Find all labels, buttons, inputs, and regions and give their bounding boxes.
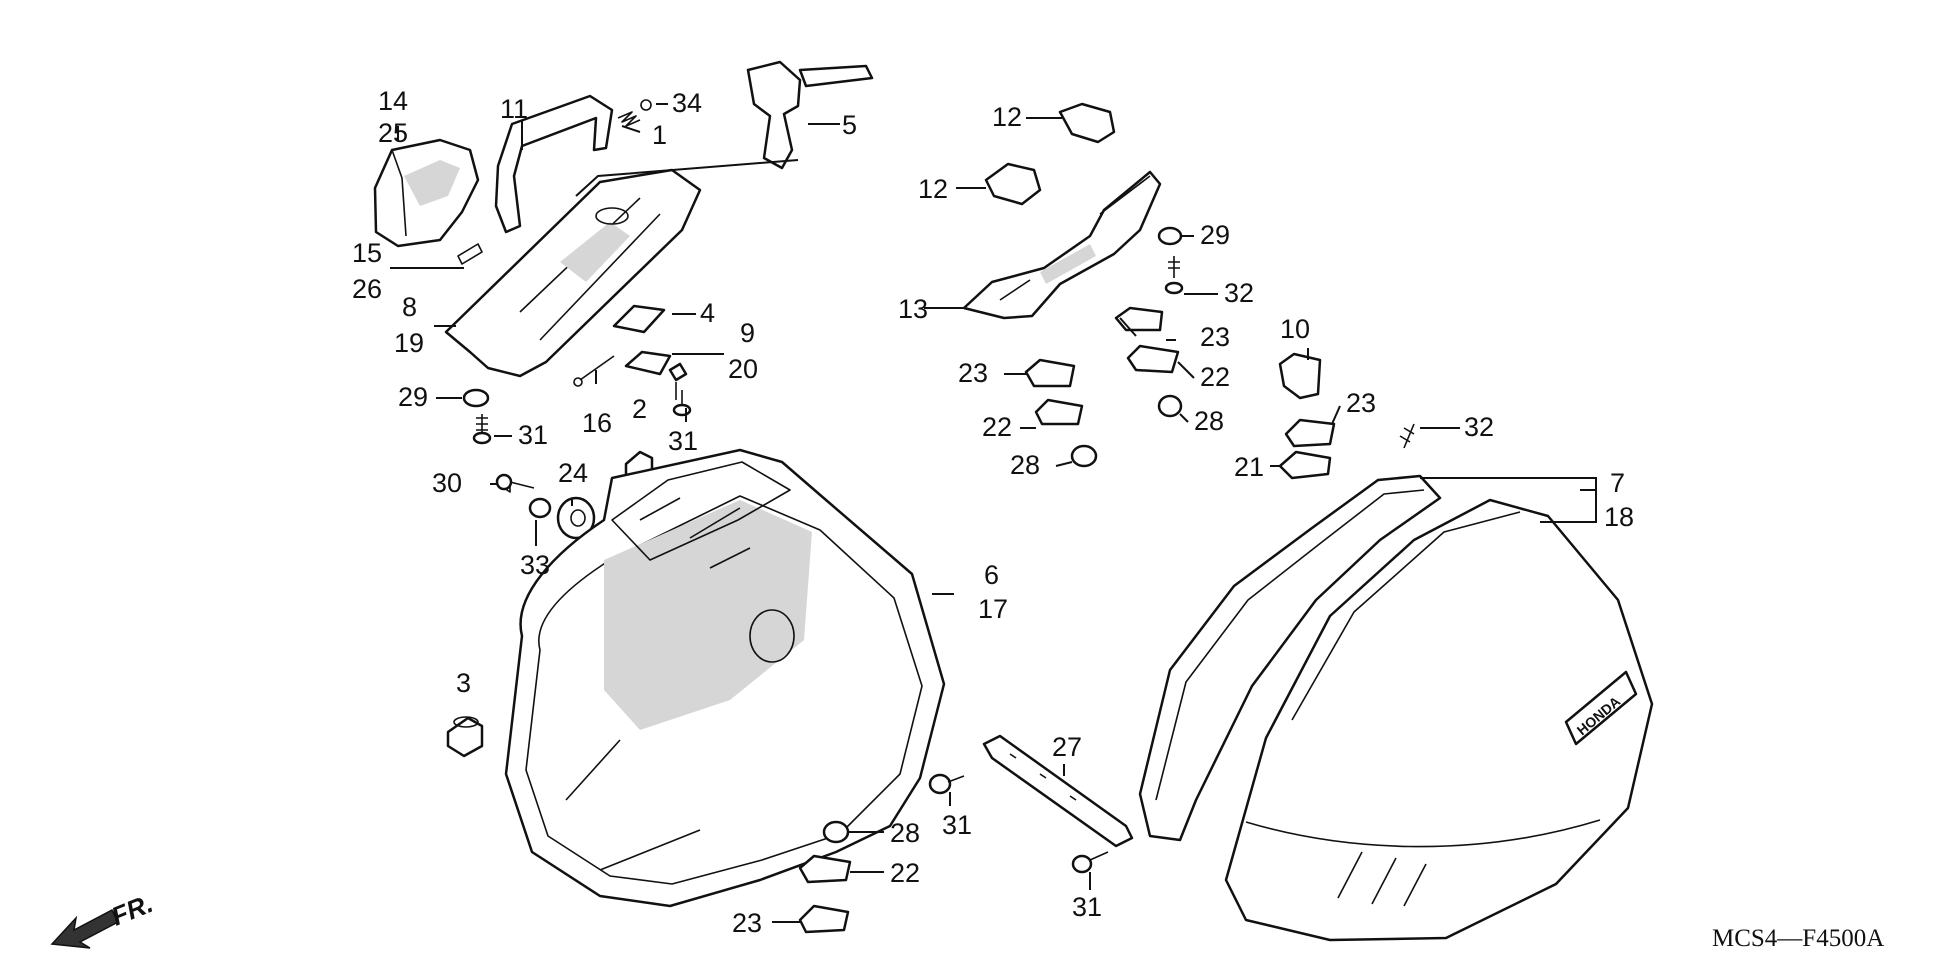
callout-22-upper: 22 xyxy=(1200,362,1230,392)
front-direction-arrow: FR. xyxy=(50,888,157,949)
callout-29-left: 29 xyxy=(398,382,428,412)
carry-handle-part xyxy=(494,94,614,234)
callout-31-mid: 31 xyxy=(668,426,698,456)
front-direction-label: FR. xyxy=(107,888,157,932)
small-screw-part xyxy=(668,362,688,400)
plate-23-left xyxy=(1024,358,1076,388)
callout-12-upper: 12 xyxy=(992,102,1022,132)
lock-cylinder-part xyxy=(746,60,874,170)
callout-21: 21 xyxy=(1234,452,1264,482)
callout-31-left: 31 xyxy=(518,420,548,450)
case-body-part xyxy=(504,448,946,908)
clip-part xyxy=(457,243,483,265)
lid-shell-part: HONDA xyxy=(1224,498,1654,942)
diagram-reference-code: MCS4—F4500A xyxy=(1712,925,1884,952)
plate-22-bottom xyxy=(798,854,852,884)
plate-22-left xyxy=(1034,398,1084,426)
gasket-part xyxy=(612,304,666,334)
callout-1: 1 xyxy=(652,120,667,150)
plate-23-upper xyxy=(1114,306,1164,332)
callout-11: 11 xyxy=(500,94,528,124)
callout-17: 17 xyxy=(978,594,1008,624)
callout-22-bottom: 22 xyxy=(890,858,920,888)
callout-28-upper: 28 xyxy=(1194,406,1224,436)
callout-28-bottom: 28 xyxy=(890,818,920,848)
callout-30: 30 xyxy=(432,468,462,498)
callout-34: 34 xyxy=(672,88,702,118)
callout-31-bracket: 31 xyxy=(942,810,972,840)
screw-31-left xyxy=(472,414,492,445)
callout-31-bottom: 31 xyxy=(1072,892,1102,922)
callout-27: 27 xyxy=(1052,732,1082,762)
bracket-27-part xyxy=(982,734,1134,848)
callout-3: 3 xyxy=(456,668,471,698)
callout-4: 4 xyxy=(700,298,715,328)
pin-part xyxy=(573,355,615,387)
callout-labels: 14 25 11 34 1 5 15 26 8 19 4 9 20 29 31 … xyxy=(352,86,1634,938)
bolt-30-part xyxy=(495,473,535,493)
callout-20: 20 xyxy=(728,354,758,384)
washer-29-left xyxy=(462,388,490,408)
damper-24-part xyxy=(556,496,596,540)
collar-33-part xyxy=(528,497,552,519)
hinge-12-lower xyxy=(984,162,1042,206)
plate-22-upper xyxy=(1126,344,1180,374)
callout-18: 18 xyxy=(1604,502,1634,532)
callout-6: 6 xyxy=(984,560,999,590)
seal-part xyxy=(624,350,672,376)
callout-23-bottom: 23 xyxy=(732,908,762,938)
callout-8: 8 xyxy=(402,292,417,322)
lid-gasket-part xyxy=(1138,474,1442,842)
plate-21-part xyxy=(1278,450,1332,480)
grommet-3-part xyxy=(446,716,484,758)
nut-28-bottom xyxy=(822,820,850,844)
callout-26: 26 xyxy=(352,274,382,304)
spring-part xyxy=(617,99,652,127)
washer-29-right xyxy=(1157,226,1183,246)
handle-cover-part xyxy=(373,138,480,248)
callout-23-left: 23 xyxy=(958,358,988,388)
callout-10: 10 xyxy=(1280,314,1310,344)
callout-28-left: 28 xyxy=(1010,450,1040,480)
callout-15: 15 xyxy=(352,238,382,268)
screw-32-right xyxy=(1399,423,1415,449)
callout-9: 9 xyxy=(740,318,755,348)
callout-32-upper: 32 xyxy=(1224,278,1254,308)
callout-13: 13 xyxy=(898,294,928,324)
latch-10-part xyxy=(1278,352,1322,400)
plate-23-right xyxy=(1284,418,1336,448)
callout-14: 14 xyxy=(378,86,408,116)
callout-33: 33 xyxy=(520,550,550,580)
callout-5: 5 xyxy=(842,110,857,140)
callout-32-right: 32 xyxy=(1464,412,1494,442)
screw-32-upper xyxy=(1164,256,1184,295)
hinge-bracket-13 xyxy=(962,170,1162,320)
screw-31-bottom xyxy=(1071,851,1109,874)
leader-lines xyxy=(390,103,1597,923)
nut-28-left xyxy=(1070,444,1098,468)
nut-28-upper xyxy=(1157,394,1183,418)
callout-19: 19 xyxy=(394,328,424,358)
callout-24: 24 xyxy=(558,458,588,488)
callout-25: 25 xyxy=(378,118,408,148)
callout-2: 2 xyxy=(632,394,647,424)
plate-23-bottom xyxy=(798,904,850,934)
hinge-12-upper xyxy=(1058,102,1116,144)
callout-29-right: 29 xyxy=(1200,220,1230,250)
callout-12-lower: 12 xyxy=(918,174,948,204)
callout-7: 7 xyxy=(1610,468,1625,498)
screw-31-bracket xyxy=(928,773,965,795)
callout-23-upper: 23 xyxy=(1200,322,1230,352)
callout-23-right: 23 xyxy=(1346,388,1376,418)
top-plate-part xyxy=(444,168,702,378)
callout-22-left: 22 xyxy=(982,412,1012,442)
callout-16: 16 xyxy=(582,408,612,438)
